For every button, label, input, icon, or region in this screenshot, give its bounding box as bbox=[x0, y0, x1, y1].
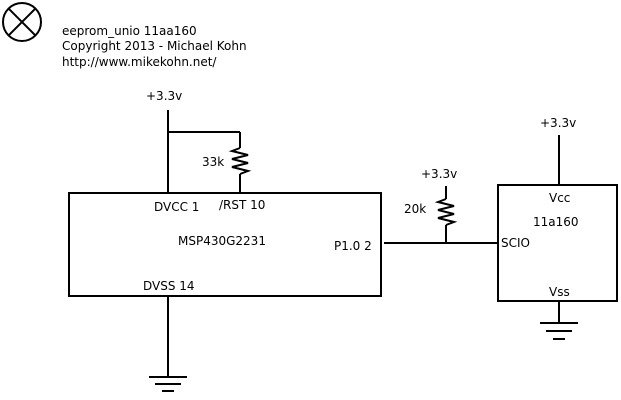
header-copyright: Copyright 2013 - Michael Kohn bbox=[62, 39, 247, 53]
resistor-33k-label: 33k bbox=[202, 155, 224, 169]
eeprom-pin-vss: Vss bbox=[549, 285, 570, 299]
supply-label-eeprom: +3.3v bbox=[540, 116, 576, 130]
eeprom-chip bbox=[497, 184, 618, 302]
eeprom-pin-vcc: Vcc bbox=[549, 191, 570, 205]
mcu-chip bbox=[68, 192, 382, 297]
resistor-33k bbox=[228, 147, 252, 175]
resistor-20k-label: 20k bbox=[404, 202, 426, 216]
mcu-pin-rst: /RST 10 bbox=[219, 198, 265, 212]
supply-label-mcu: +3.3v bbox=[146, 89, 182, 103]
logo-cross-circle-icon bbox=[2, 2, 42, 42]
ground-symbol-mcu bbox=[149, 296, 187, 392]
eeprom-pin-scio: SCIO bbox=[501, 236, 530, 250]
supply-label-pullup: +3.3v bbox=[421, 167, 457, 181]
ground-symbol-eeprom bbox=[540, 301, 578, 340]
mcu-pin-dvss: DVSS 14 bbox=[143, 279, 195, 293]
header-title: eeprom_unio 11aa160 bbox=[62, 24, 197, 38]
mcu-pin-dvcc: DVCC 1 bbox=[154, 200, 199, 214]
supply-wires-mcu bbox=[167, 110, 241, 193]
mcu-pin-p10: P1.0 2 bbox=[334, 239, 372, 253]
mcu-name: MSP430G2231 bbox=[178, 234, 266, 248]
resistor-20k bbox=[434, 198, 458, 226]
header-url: http://www.mikekohn.net/ bbox=[62, 55, 217, 69]
eeprom-name: 11a160 bbox=[533, 215, 579, 229]
